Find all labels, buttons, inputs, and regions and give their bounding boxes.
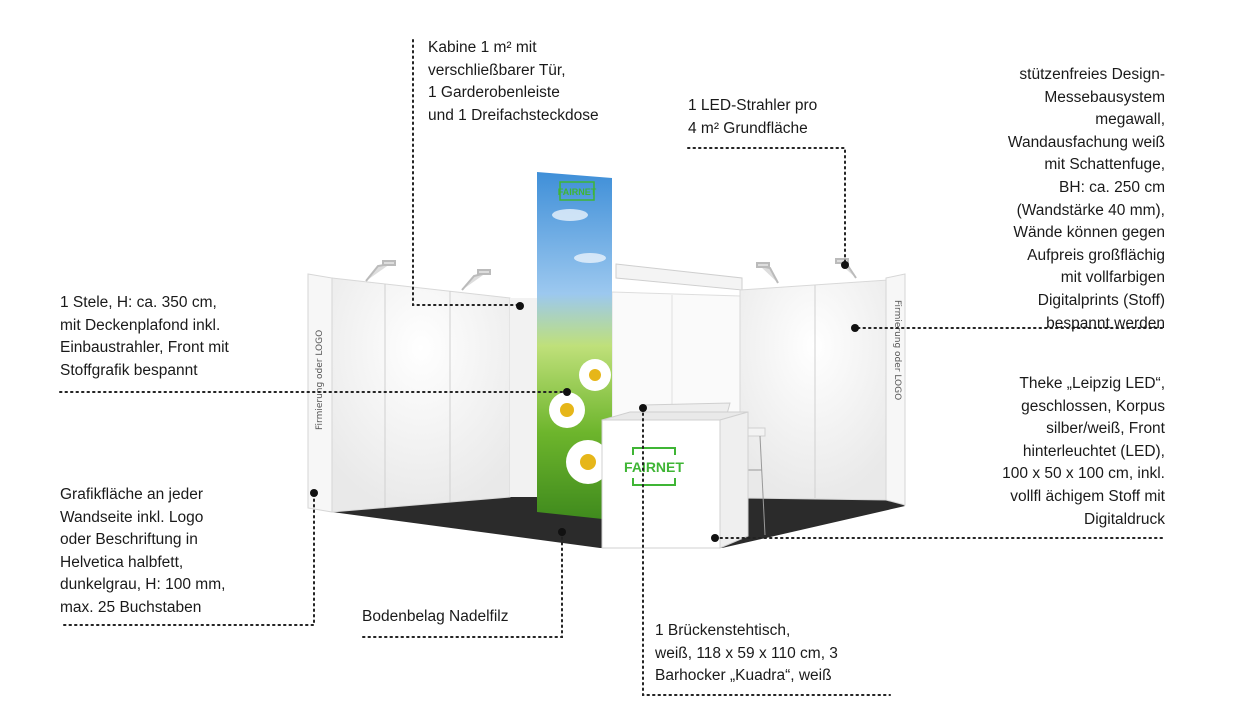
- right-wall: [739, 279, 889, 501]
- annotation-theke: Theke „Leipzig LED“, geschlossen, Korpus…: [1002, 373, 1165, 531]
- svg-text:FAIRNET: FAIRNET: [624, 459, 684, 475]
- leader-grafik: [59, 493, 315, 626]
- left-wall: [331, 277, 540, 513]
- annotation-stele: 1 Stele, H: ca. 350 cm, mit Deckenplafon…: [60, 292, 229, 382]
- annotation-line: 1 Brückenstehtisch,: [655, 622, 791, 639]
- annotation-line: Helvetica halbfett,: [60, 553, 184, 571]
- counter-theke: FAIRNET: [601, 411, 749, 549]
- right-logo-strip: Firmierung oder LOGO: [885, 273, 906, 506]
- annotation-line: Digitalprints (Stoff): [1037, 291, 1165, 309]
- annotation-line: 1 LED-Strahler pro: [688, 97, 818, 114]
- annotation-line: Theke „Leipzig LED“,: [1019, 375, 1165, 392]
- annotation-line: Wandausfachung weiß: [1007, 133, 1165, 151]
- annotation-line: Stoffgrafik bespannt: [60, 361, 198, 379]
- annotation-line: mit vollfarbigen: [1060, 269, 1165, 287]
- annotation-line: Einbaustrahler, Front mit: [60, 339, 229, 357]
- annotation-line: megawall,: [1095, 111, 1165, 129]
- annotation-line: Kabine 1 m² mit: [428, 39, 537, 56]
- strip-text-right: Firmierung oder LOGO: [892, 300, 902, 400]
- svg-text:FAIRNET: FAIRNET: [558, 187, 597, 197]
- annotation-line: oder Beschriftung in: [60, 531, 198, 549]
- annotation-line: vollfl ächigem Stoff mit: [1010, 487, 1165, 505]
- annotation-wall-system: stützenfreies Design- Messebausystem meg…: [1008, 64, 1165, 335]
- annotation-line: hinterleuchtet (LED),: [1022, 442, 1165, 460]
- leader-tisch: [642, 407, 891, 696]
- annotation-led: 1 LED-Strahler pro 4 m² Grundfläche: [688, 95, 817, 140]
- annotation-grafik: Grafikfläche an jeder Wandseite inkl. Lo…: [60, 484, 225, 620]
- brand-logo-counter: FAIRNET: [624, 447, 684, 486]
- annotation-line: mit Deckenplafond inkl.: [60, 316, 221, 334]
- annotation-line: 1 Stele, H: ca. 350 cm,: [60, 294, 217, 311]
- annotation-line: mit Schattenfuge,: [1044, 156, 1165, 174]
- strip-text-left: Firmierung oder LOGO: [315, 330, 325, 430]
- daisy-icons: [549, 359, 611, 484]
- annotation-tisch: 1 Brückenstehtisch, weiß, 118 x 59 x 110…: [655, 620, 838, 688]
- annotation-line: Bodenbelag Nadelfilz: [362, 608, 509, 625]
- annotation-line: stützenfreies Design-: [1019, 66, 1165, 83]
- annotation-line: 4 m² Grundfläche: [688, 119, 808, 137]
- annotation-boden: Bodenbelag Nadelfilz: [362, 606, 509, 629]
- annotation-line: (Wandstärke 40 mm),: [1016, 201, 1165, 219]
- brand-logo-banner: FAIRNET: [558, 181, 597, 201]
- annotation-line: dunkelgrau, H: 100 mm,: [60, 576, 226, 594]
- annotation-line: Digitaldruck: [1084, 510, 1165, 528]
- annotation-line: Grafikfläche an jeder: [60, 486, 204, 503]
- annotation-line: weiß, 118 x 59 x 110 cm, 3: [655, 644, 838, 662]
- leader-lines: [59, 39, 1166, 696]
- annotation-line: Messebausystem: [1044, 88, 1165, 106]
- annotation-line: bespannt werden: [1046, 314, 1165, 332]
- annotation-kabine: Kabine 1 m² mit verschließbarer Tür, 1 G…: [428, 37, 599, 127]
- leader-dots: [310, 261, 859, 542]
- stele-banner: FAIRNET: [537, 172, 612, 520]
- annotation-line: Wandseite inkl. Logo: [60, 508, 204, 526]
- annotation-line: silber/weiß, Front: [1046, 420, 1165, 438]
- spotlight-icons: [365, 258, 857, 291]
- leader-kabine: [412, 39, 521, 306]
- leader-boden: [361, 531, 563, 638]
- annotation-line: Barhocker „Kuadra“, weiß: [655, 667, 832, 685]
- annotation-line: Wände können gegen: [1013, 224, 1165, 242]
- annotation-line: 100 x 50 x 100 cm, inkl.: [1002, 465, 1165, 483]
- annotation-line: und 1 Dreifachsteckdose: [428, 106, 599, 124]
- annotation-line: 1 Garderobenleiste: [428, 84, 560, 102]
- annotation-line: geschlossen, Korpus: [1021, 397, 1165, 415]
- annotation-line: Aufpreis großflächig: [1027, 246, 1165, 264]
- annotation-line: BH: ca. 250 cm: [1059, 178, 1165, 196]
- leader-led: [687, 147, 846, 263]
- annotation-line: max. 25 Buchstaben: [60, 598, 202, 616]
- annotation-line: verschließbarer Tür,: [428, 61, 566, 79]
